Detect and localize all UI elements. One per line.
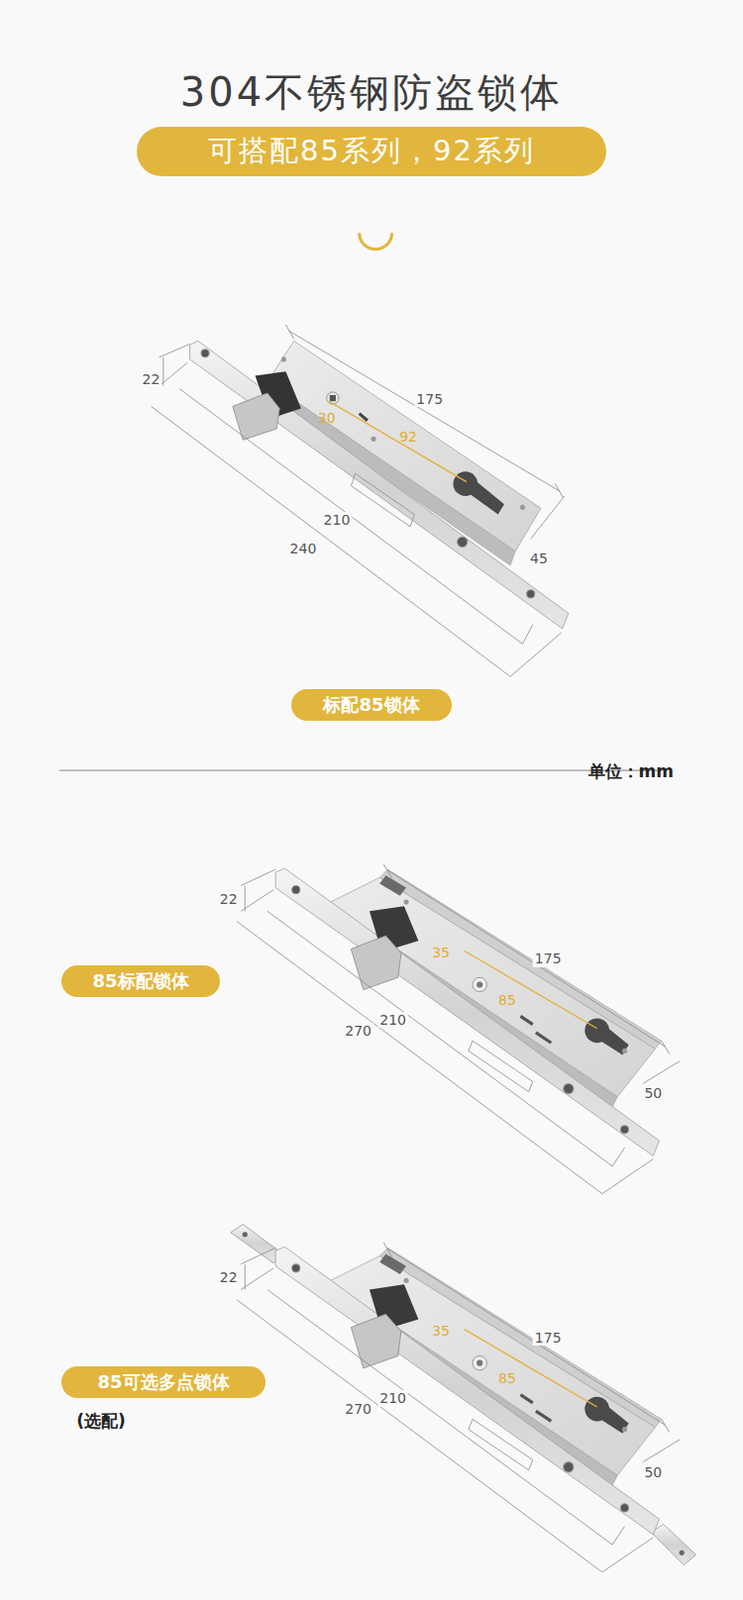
cylinder-hub [326,392,339,405]
keyhole-slot [461,475,505,515]
center-distance: 85 [498,1371,517,1387]
dim-line [179,389,523,645]
dimension-lines [150,324,564,677]
center-distance: 85 [498,992,517,1009]
dimension-value: 45 [528,549,550,566]
dimension-value: 175 [532,1330,564,1347]
lock-body-85-multipoint [236,1243,680,1574]
center-distance: 35 [431,945,450,961]
screw [520,505,526,511]
dim-line [150,406,511,677]
screw [370,436,376,442]
rod-bottom [650,1524,696,1566]
node-text: 可搭配85系列，92系列 [208,131,535,172]
dimension-value: 175 [414,391,445,408]
label-pill: 85标配锁体 [61,965,220,998]
dim-line [530,496,565,539]
mount-hole [201,349,210,358]
ext-line [510,633,562,677]
node-text: 85可选多点锁体 [97,1371,229,1395]
dimension-value: 210 [377,1012,409,1029]
dimension-value: 270 [342,1401,374,1418]
unit-note: 单位：mm [588,762,674,783]
center-distance: 92 [399,428,418,445]
rod-hole [679,1551,685,1557]
dimension-value: 210 [321,512,353,529]
node-text: 85标配锁体 [92,969,189,994]
lock-body-standard [150,324,568,677]
lock-body-85-standard [236,864,680,1195]
mount-hole [457,536,468,547]
dimension-value: 240 [288,540,319,557]
label-pill: 标配85锁体 [291,689,452,722]
ext-line [554,484,563,499]
rod-hole [242,1232,248,1238]
option-note: (选配) [76,1412,126,1433]
page-title: 304不锈钢防盗锁体 [0,65,743,119]
ext-line [285,324,294,339]
ext-line [159,362,189,387]
center-distance: 30 [318,410,336,426]
subtitle-banner: 可搭配85系列，92系列 [136,126,607,177]
dimension-value: 50 [641,1085,664,1102]
case-face [267,340,541,551]
dimension-value: 22 [217,1270,240,1286]
latch-tongue [232,393,280,440]
mount-hole [527,590,535,599]
dimension-value: 22 [140,371,163,388]
gold-dim-line [328,401,467,482]
ext-line [159,343,191,357]
dimension-value: 22 [217,891,240,908]
bolt-window [350,473,415,528]
ornament-arc [359,232,393,249]
dimension-value: 270 [342,1022,374,1039]
dimension-value: 50 [641,1465,664,1482]
divider-rule [59,770,663,772]
label-pill: 85可选多点锁体 [61,1367,266,1399]
dim-line [289,330,560,492]
center-distance: 35 [431,1323,450,1340]
node-text: 标配85锁体 [322,693,420,718]
dimension-value: 175 [532,951,564,967]
cylinder-center [329,395,336,402]
dimension-value: 210 [377,1390,409,1407]
dim-line [162,357,164,387]
ext-line [522,625,532,645]
screw [281,356,287,362]
